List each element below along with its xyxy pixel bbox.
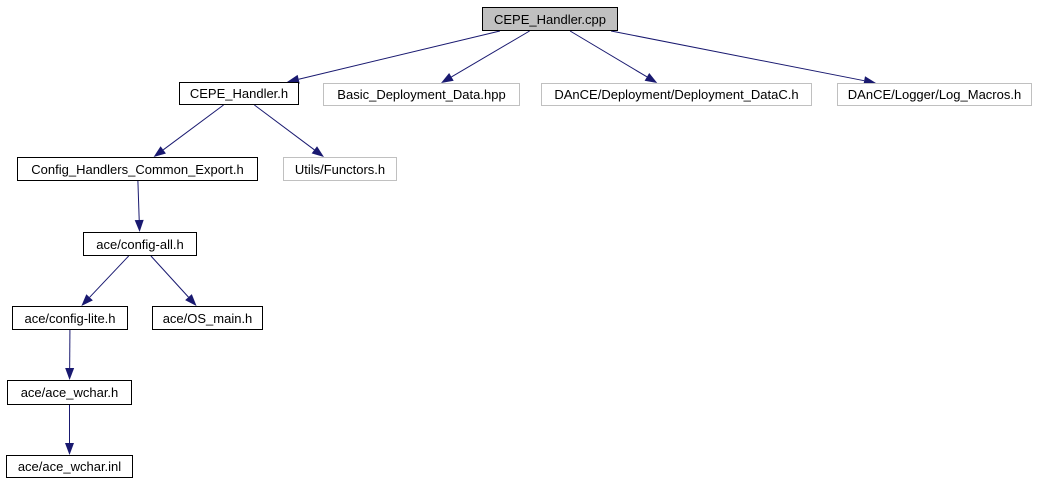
graph-node-deployment-datac-h: DAnCE/Deployment/Deployment_DataC.h — [541, 83, 812, 106]
edge-arrowhead-ace_config_all_h-ace_os_main_h — [185, 294, 197, 306]
graph-node-log-macros-h: DAnCE/Logger/Log_Macros.h — [837, 83, 1032, 106]
graph-node-ace-config-lite-h[interactable]: ace/config-lite.h — [12, 306, 128, 330]
edge-arrowhead-ace_ace_wchar_h-ace_ace_wchar_inl — [65, 443, 74, 455]
edge-line-cepe_handler_cpp-log_macros_h — [611, 30, 865, 82]
graph-node-ace-os-main-h[interactable]: ace/OS_main.h — [152, 306, 263, 330]
edge-arrowhead-ace_config_lite_h-ace_ace_wchar_h — [65, 367, 75, 380]
edge-line-cepe_handler_cpp-cepe_handler_h — [298, 30, 501, 80]
edge-arrowhead-cepe_handler_cpp-basic_deployment_data_hpp — [441, 73, 454, 83]
graph-node-cepe-handler-cpp: CEPE_Handler.cpp — [482, 7, 618, 31]
edge-line-cepe_handler_h-config_handlers_common_export_h — [162, 104, 224, 151]
edge-line-cepe_handler_h-utils_functors_h — [254, 104, 315, 151]
edge-arrowhead-cepe_handler_cpp-deployment_datac_h — [644, 72, 658, 83]
graph-node-ace-ace-wchar-inl[interactable]: ace/ace_wchar.inl — [6, 455, 133, 478]
graph-node-cepe-handler-h[interactable]: CEPE_Handler.h — [179, 82, 299, 105]
graph-node-config-handlers-common-export-h[interactable]: Config_Handlers_Common_Export.h — [17, 157, 258, 181]
graph-node-ace-config-all-h[interactable]: ace/config-all.h — [83, 232, 197, 256]
edge-line-cepe_handler_cpp-basic_deployment_data_hpp — [451, 30, 530, 78]
edge-arrowhead-ace_config_all_h-ace_config_lite_h — [81, 294, 93, 306]
edge-line-ace_config_all_h-ace_os_main_h — [150, 255, 189, 298]
edge-line-cepe_handler_cpp-deployment_datac_h — [569, 30, 648, 78]
edge-arrowhead-config_handlers_common_export_h-ace_config_all_h — [134, 219, 144, 232]
edge-line-ace_config_all_h-ace_config_lite_h — [89, 255, 130, 298]
edge-arrowhead-cepe_handler_h-utils_functors_h — [311, 146, 324, 157]
edge-line-config_handlers_common_export_h-ace_config_all_h — [137, 180, 140, 221]
graph-node-utils-functors-h: Utils/Functors.h — [283, 157, 397, 181]
edge-arrowhead-cepe_handler_h-config_handlers_common_export_h — [153, 146, 166, 157]
graph-node-basic-deployment-data-hpp: Basic_Deployment_Data.hpp — [323, 83, 520, 106]
graph-node-ace-ace-wchar-h[interactable]: ace/ace_wchar.h — [7, 380, 132, 405]
